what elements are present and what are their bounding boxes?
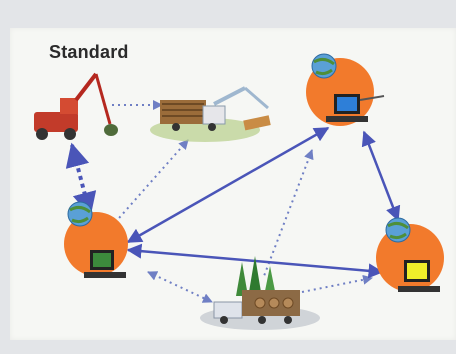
globe-icon xyxy=(385,217,411,243)
globe-icon xyxy=(67,201,93,227)
globe-icon xyxy=(311,53,337,79)
log-loader-truck-icon xyxy=(150,86,271,142)
networked-computer-icon xyxy=(64,201,128,278)
link-harvester-computer-left xyxy=(65,142,97,217)
networked-computer-icon xyxy=(306,53,385,126)
link-log-truck-computer-right xyxy=(301,274,373,293)
timber-truck-icon xyxy=(200,256,320,330)
forestry-harvester-icon xyxy=(34,72,118,140)
diagram-title: Standard xyxy=(49,42,129,62)
solid-links xyxy=(126,126,401,279)
link-computer-top-computer-right xyxy=(361,130,401,222)
link-computer-left-log-truck xyxy=(147,271,213,303)
networked-computer-icon xyxy=(376,217,444,292)
link-computer-top-log-truck xyxy=(263,149,314,277)
link-computer-left-computer-top xyxy=(126,126,330,244)
